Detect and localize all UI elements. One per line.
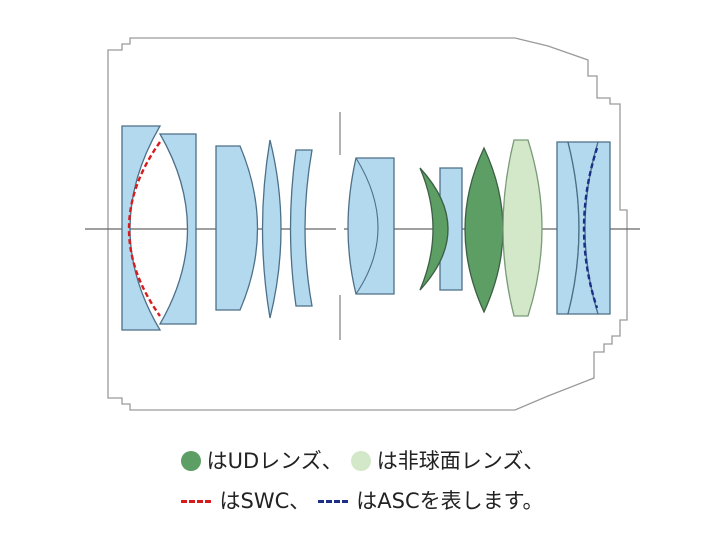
lens-element-6-inner-curve — [355, 157, 379, 295]
lens-housing-outline — [107, 37, 628, 411]
legend-aspherical-text: は非球面レンズ、 — [376, 449, 545, 473]
asc-coating-line — [582, 147, 599, 309]
legend-row-1: はUDレンズ、 は非球面レンズ、 — [0, 446, 725, 476]
lens-element-5 — [289, 149, 313, 307]
lens-element-4 — [261, 139, 282, 319]
aperture-stop-gap-cover — [336, 155, 344, 295]
ud-lens-element-1 — [419, 167, 449, 291]
swc-coating-line — [127, 141, 161, 317]
legend-ud-text: はUDレンズ、 — [206, 449, 343, 473]
lens-element-3 — [215, 145, 259, 311]
lens-construction-diagram — [85, 37, 640, 411]
ud-lens-element-2 — [464, 146, 504, 314]
lens-element-2 — [158, 133, 197, 325]
aspherical-lens-element — [502, 139, 543, 317]
legend-row-2: はSWC、 はASCを表します。 — [0, 486, 725, 516]
red-dashed-line-icon — [181, 500, 212, 503]
pale-green-circle-icon — [350, 451, 371, 471]
lens-element-1 — [121, 125, 162, 331]
green-circle-icon — [180, 451, 201, 471]
navy-dashed-line-icon — [318, 500, 349, 503]
lens-element-6 — [347, 157, 395, 295]
legend-swc-text: はSWC、 — [219, 489, 311, 513]
legend-asc-text: はASCを表します。 — [356, 489, 544, 513]
